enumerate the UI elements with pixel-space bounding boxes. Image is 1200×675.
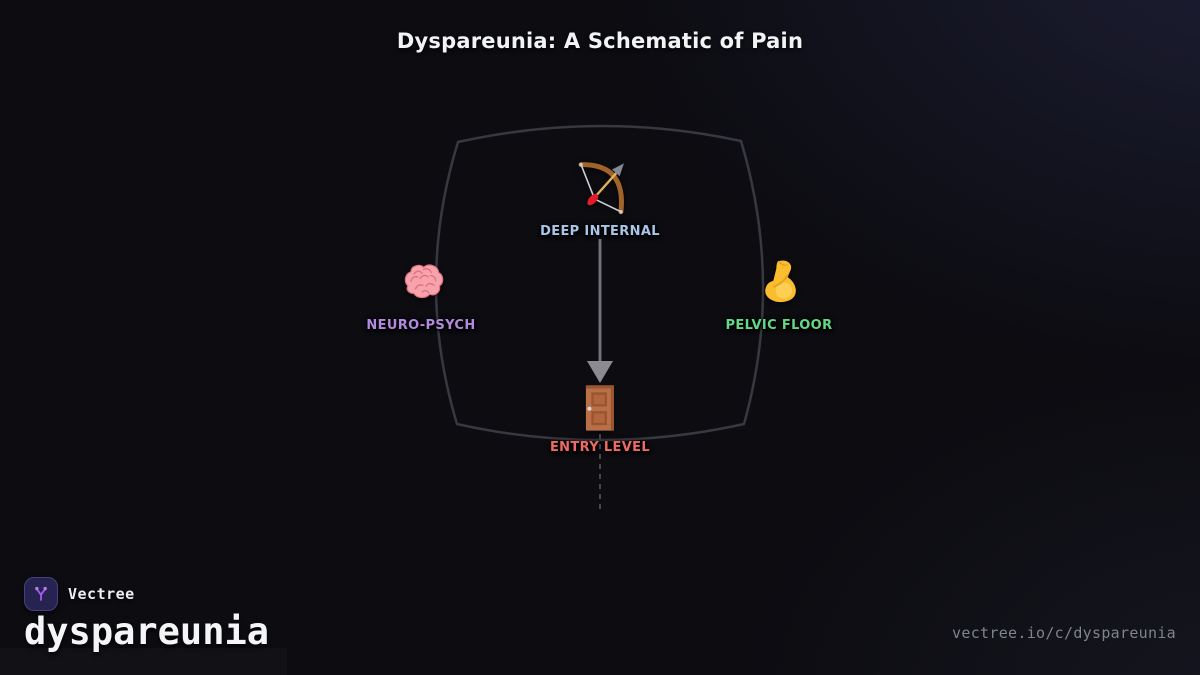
node-label-deep-internal: DEEP INTERNAL: [540, 224, 660, 239]
brain-icon: [397, 259, 445, 307]
vectree-branch-icon: [35, 586, 47, 601]
vectree-logo[interactable]: [24, 577, 58, 611]
bow-and-arrow-icon: [571, 161, 629, 219]
node-entry-level[interactable]: ENTRY LEVEL: [550, 383, 650, 455]
connector-arrowhead: [587, 361, 613, 383]
node-label-neuro-psych: NEURO-PSYCH: [366, 318, 476, 333]
brand-name[interactable]: Vectree: [68, 585, 135, 603]
page-slug: dyspareunia: [24, 610, 270, 653]
brand-row: Vectree: [24, 577, 135, 611]
share-url[interactable]: vectree.io/c/dyspareunia: [952, 624, 1176, 642]
door-icon: [578, 383, 622, 433]
node-neuro-psych[interactable]: NEURO-PSYCH: [366, 259, 475, 333]
page-title: Dyspareunia: A Schematic of Pain: [396, 29, 804, 53]
frame-border: [434, 124, 765, 442]
node-label-entry-level: ENTRY LEVEL: [549, 440, 651, 455]
node-pelvic-floor[interactable]: PELVIC FLOOR: [726, 259, 833, 333]
node-label-pelvic-floor: PELVIC FLOOR: [725, 318, 833, 333]
flexed-biceps-icon: [755, 259, 803, 307]
node-deep-internal[interactable]: DEEP INTERNAL: [540, 161, 660, 239]
